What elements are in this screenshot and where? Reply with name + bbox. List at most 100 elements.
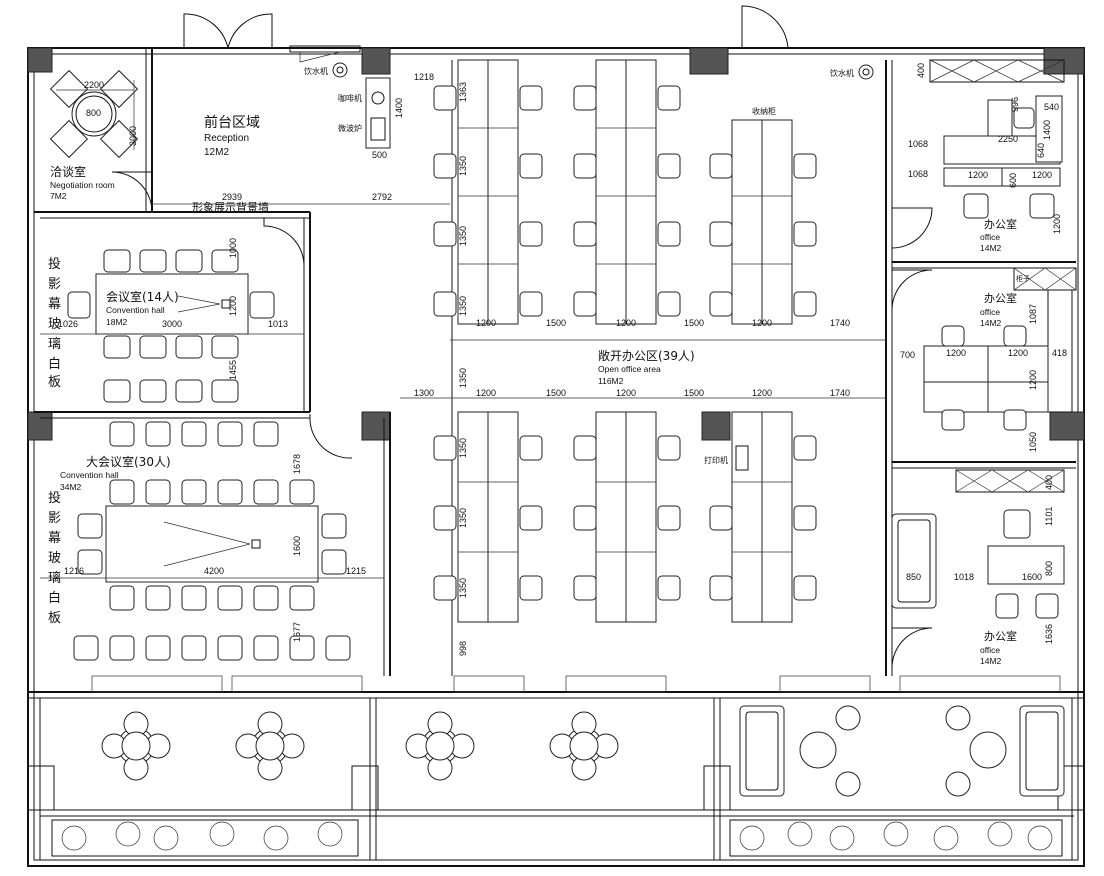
water-dispenser-1-label: 饮水机	[304, 66, 328, 76]
office1-area: 14M2	[980, 243, 1002, 253]
open-office-en: Open office area	[598, 364, 661, 374]
dim-1678: 1678	[292, 454, 302, 474]
open-office-upper-desks	[457, 59, 793, 325]
printer-label: 打印机	[704, 455, 728, 465]
dim-1350d: 1350	[458, 368, 468, 388]
dim-400b: 400	[1044, 475, 1054, 490]
dim-1013: 1013	[268, 319, 288, 329]
dim-4200: 4200	[204, 566, 224, 576]
open-office-lower-chairs	[433, 435, 817, 601]
structural-columns	[27, 47, 1085, 811]
office2-area: 14M2	[980, 318, 1002, 328]
meeting-small-en: Convention hall	[106, 305, 165, 315]
dim-1200l: 1200	[1008, 348, 1028, 358]
dim-1350b: 1350	[458, 226, 468, 246]
dim-1000: 1000	[228, 238, 238, 258]
dim-1200i: 1200	[1032, 170, 1052, 180]
board2-char-2: 影	[48, 511, 61, 526]
dim-1101: 1101	[1044, 507, 1054, 526]
image-wall-label: 形象展示背景墙	[192, 200, 269, 214]
board-char-1: 投	[48, 256, 61, 272]
office1-cn: 办公室	[984, 217, 1017, 231]
office3-area: 14M2	[980, 656, 1002, 666]
entrance-doors	[183, 5, 789, 63]
dim-1600b: 1600	[1022, 572, 1042, 582]
board-char-7: 板	[48, 375, 61, 390]
storage-label: 收纳柜	[752, 106, 776, 116]
dim-640: 640	[1036, 143, 1046, 158]
dim-1216: 1216	[64, 566, 84, 576]
office-2: 柜子 办公室 office 14M2 1087 700 1200 1200 41…	[900, 267, 1077, 452]
open-office-mid-dims: 1350 1300 1200 1500 1200 1500 1200 1740	[414, 368, 850, 398]
dim-2200: 2200	[84, 80, 104, 90]
dim-1068b: 1068	[908, 169, 928, 179]
large-room-chairs-bottom	[73, 513, 351, 661]
lounge-set-2	[235, 711, 305, 781]
dim-1363: 1363	[458, 82, 468, 102]
board2-char-6: 白	[48, 590, 61, 606]
dim-540: 540	[1044, 102, 1059, 112]
coffee-label: 咖啡机	[338, 93, 362, 103]
board-char-2: 影	[48, 277, 61, 292]
dim-1200g: 1200	[752, 388, 772, 398]
dim-3000: 3000	[128, 126, 138, 146]
dim-1636: 1636	[1044, 624, 1054, 644]
dim-2792: 2792	[372, 192, 392, 202]
dim-1400b: 1400	[1042, 120, 1052, 140]
board-char-6: 白	[48, 356, 61, 372]
dim-1018: 1018	[954, 572, 974, 582]
dim-1455: 1455	[228, 360, 238, 380]
dim-1350f: 1350	[458, 508, 468, 528]
water-dispenser-2-label: 饮水机	[830, 68, 854, 78]
dim-1215: 1215	[346, 566, 366, 576]
office-1: 400 996 540 1400 2250 640 1068 1068 1200…	[908, 59, 1065, 253]
office2-en: office	[980, 307, 1000, 317]
dim-1350e: 1350	[458, 438, 468, 458]
lounge-set-1	[101, 711, 171, 781]
board2-char-7: 板	[48, 611, 61, 626]
dim-1200c: 1200	[616, 318, 636, 328]
open-office-lower-desks	[457, 411, 793, 623]
board2-char-1: 投	[48, 490, 61, 506]
dim-1350a: 1350	[458, 156, 468, 176]
dim-1200m: 1200	[1028, 370, 1038, 390]
dim-1200k: 1200	[946, 348, 966, 358]
meeting-large-en: Convention hall	[60, 470, 119, 480]
dim-1026: 1026	[58, 319, 78, 329]
dim-1740a: 1740	[830, 318, 850, 328]
microwave-label: 微波炉	[338, 123, 362, 133]
dim-1350g: 1350	[458, 578, 468, 598]
dim-1200h: 1200	[968, 170, 988, 180]
dim-1050: 1050	[1028, 432, 1038, 452]
reception-en: Reception	[204, 133, 249, 144]
dim-1200d: 1200	[752, 318, 772, 328]
board2-char-4: 玻	[48, 551, 61, 566]
dim-1400a: 1400	[394, 98, 404, 118]
dim-1500a: 1500	[546, 318, 566, 328]
cabinet-label: 柜子	[1016, 274, 1030, 283]
dim-1200j: 1200	[1052, 214, 1062, 234]
office1-en: office	[980, 232, 1000, 242]
dim-1500d: 1500	[684, 388, 704, 398]
reception-area-text: 12M2	[204, 147, 229, 158]
planters	[51, 819, 1063, 857]
dim-600: 600	[1008, 173, 1018, 188]
dim-1218: 1218	[414, 72, 434, 82]
dim-2939: 2939	[222, 192, 242, 202]
dim-850: 850	[906, 572, 921, 582]
open-office-cn: 敞开办公区(39人)	[598, 348, 695, 363]
dim-800: 800	[86, 108, 101, 118]
interior-doors	[111, 171, 933, 669]
board-char-3: 幕	[48, 297, 61, 312]
open-office-upper-chairs	[433, 85, 817, 317]
lounge-set-4	[549, 711, 619, 781]
open-office-upper-dims: 1363 1350 1350 1350 1200 1500 1200 1500 …	[458, 82, 850, 328]
office3-cn: 办公室	[984, 629, 1017, 643]
meeting-large-area: 34M2	[60, 482, 82, 492]
dim-1740b: 1740	[830, 388, 850, 398]
board-char-4: 玻	[48, 317, 61, 332]
board-char-5: 璃	[48, 337, 61, 352]
dim-1200a: 1200	[228, 296, 238, 316]
dim-1200e: 1200	[476, 388, 496, 398]
